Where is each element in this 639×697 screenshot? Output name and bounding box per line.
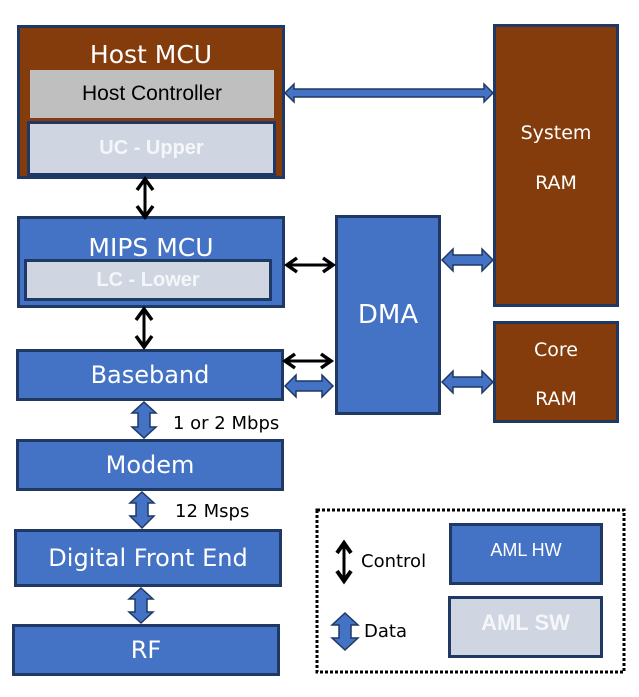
lc-lower-label: LC - Lower	[96, 268, 200, 291]
legend-aml-sw-block: AML SW	[448, 596, 603, 658]
data-arrow-modem-dfe	[128, 490, 156, 530]
baseband-block: Baseband	[16, 349, 284, 401]
data-arrow-host-systemram	[283, 82, 495, 104]
rf-block: RF	[12, 624, 280, 676]
legend-aml-hw-label: AML HW	[490, 540, 562, 560]
baseband-modem-rate-label: 1 or 2 Mbps	[173, 413, 280, 434]
data-arrow-dma-coreram	[440, 369, 495, 395]
data-arrow-dfe-rf	[127, 586, 155, 625]
system-ram-label-line1: System	[520, 122, 592, 144]
uc-upper-label: UC - Upper	[99, 137, 204, 159]
lc-lower-block: LC - Lower	[24, 259, 272, 301]
baseband-label: Baseband	[90, 361, 210, 389]
legend-box	[315, 508, 626, 674]
control-arrow-mips-baseband	[134, 306, 154, 350]
dma-block: DMA	[335, 215, 441, 415]
data-arrow-dma-systemram	[440, 247, 495, 273]
system-ram-label-line2: RAM	[535, 172, 577, 194]
control-arrow-host-mips	[135, 176, 155, 220]
legend-control-label: Control	[361, 551, 427, 572]
core-ram-label-line1: Core	[534, 339, 578, 361]
digital-front-end-block: Digital Front End	[14, 529, 282, 587]
system-ram-block: System RAM	[493, 24, 619, 307]
host-mcu-title: Host MCU	[89, 40, 213, 69]
modem-dfe-rate-label: 12 Msps	[175, 501, 250, 522]
legend-aml-hw-block: AML HW	[449, 523, 603, 585]
legend-data-icon	[330, 611, 360, 652]
legend-data-label: Data	[364, 621, 407, 642]
host-controller-block: Host Controller	[30, 70, 274, 118]
control-arrow-baseband-dma	[281, 352, 335, 370]
legend-control-icon	[335, 539, 353, 585]
uc-upper-block: UC - Upper	[27, 121, 276, 176]
legend-aml-sw-label: AML SW	[481, 610, 570, 635]
data-arrow-baseband-dma	[283, 373, 335, 399]
host-controller-label: Host Controller	[81, 82, 223, 105]
core-ram-label-line2: RAM	[535, 388, 577, 410]
mips-mcu-title: MIPS MCU	[88, 233, 214, 262]
core-ram-block: Core RAM	[493, 321, 619, 423]
modem-block: Modem	[16, 439, 284, 491]
control-arrow-mips-dma	[283, 256, 337, 274]
dma-label: DMA	[357, 300, 419, 330]
data-arrow-baseband-modem	[130, 400, 158, 440]
modem-label: Modem	[105, 451, 195, 479]
digital-front-end-label: Digital Front End	[48, 544, 248, 572]
rf-label: RF	[130, 636, 162, 664]
